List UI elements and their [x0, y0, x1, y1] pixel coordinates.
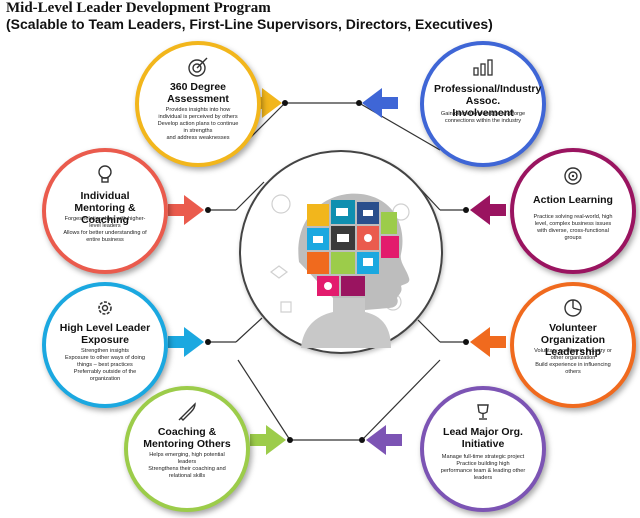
node-volunteer-leadership: Volunteer Organization Leadership Volunt… [510, 282, 636, 408]
lightbulb-icon [46, 164, 164, 184]
arrow-mentoring [168, 195, 204, 225]
node-description: Strengthen insights Exposure to other wa… [65, 348, 145, 382]
node-lead-initiative: Lead Major Org. Initiative Manage full-t… [420, 386, 546, 512]
node-description: Provides insights into how individual is… [157, 107, 239, 141]
gear-icon [46, 298, 164, 318]
trophy-icon [424, 402, 542, 422]
node-action-learning: Action Learning Practice solving real-wo… [510, 148, 636, 274]
node-title: Individual Mentoring & Coaching [74, 190, 136, 226]
pie-chart-icon [514, 298, 632, 318]
arrow-volunteer [470, 327, 506, 357]
arrow-action-learning [470, 195, 506, 225]
node-high-level-exposure: High Level Leader Exposure Strengthen in… [42, 282, 168, 408]
node-title: Lead Major Org. Initiative [443, 426, 523, 450]
target-icon [514, 166, 632, 186]
arrow-industry [362, 88, 398, 118]
bar-chart-icon [424, 57, 542, 77]
puzzle-head-illustration [270, 193, 410, 348]
node-industry-involvement: Professional/Industry Assoc. Involvement… [420, 41, 546, 167]
page-subtitle: (Scalable to Team Leaders, First-Line Su… [6, 16, 493, 32]
target-arrow-icon [139, 57, 257, 77]
node-title: Professional/Industry Assoc. Involvement [434, 83, 542, 119]
node-individual-mentoring: Individual Mentoring & Coaching Forges r… [42, 148, 168, 274]
node-title: Volunteer Organization Leadership [540, 322, 606, 358]
node-description: Voluntary position in industry or other … [534, 348, 612, 375]
node-title: High Level Leader Exposure [59, 322, 151, 346]
node-coaching-others: Coaching & Mentoring Others Helps emergi… [124, 386, 250, 512]
node-description: Manage full-time strategic project Pract… [440, 454, 526, 481]
arrow-initiative [366, 425, 402, 455]
node-360-assessment: 360 Degree Assessment Provides insights … [135, 41, 261, 167]
arrow-exposure [168, 327, 204, 357]
node-description: Practice solving real-world, high level,… [533, 214, 613, 241]
center-head-circle [239, 150, 443, 354]
node-title: Coaching & Mentoring Others [143, 426, 231, 450]
rocket-icon [128, 402, 246, 422]
node-description: Gain deeper knowledge and forge connecti… [440, 111, 526, 124]
node-title: 360 Degree Assessment [167, 81, 229, 105]
page-title: Mid-Level Leader Development Program [6, 0, 271, 16]
node-title: Action Learning [533, 194, 613, 206]
node-description: Forges relationships with higher-level l… [63, 216, 147, 243]
arrow-coaching-others [250, 425, 286, 455]
node-description: Helps emerging, high potential leaders S… [148, 452, 226, 479]
